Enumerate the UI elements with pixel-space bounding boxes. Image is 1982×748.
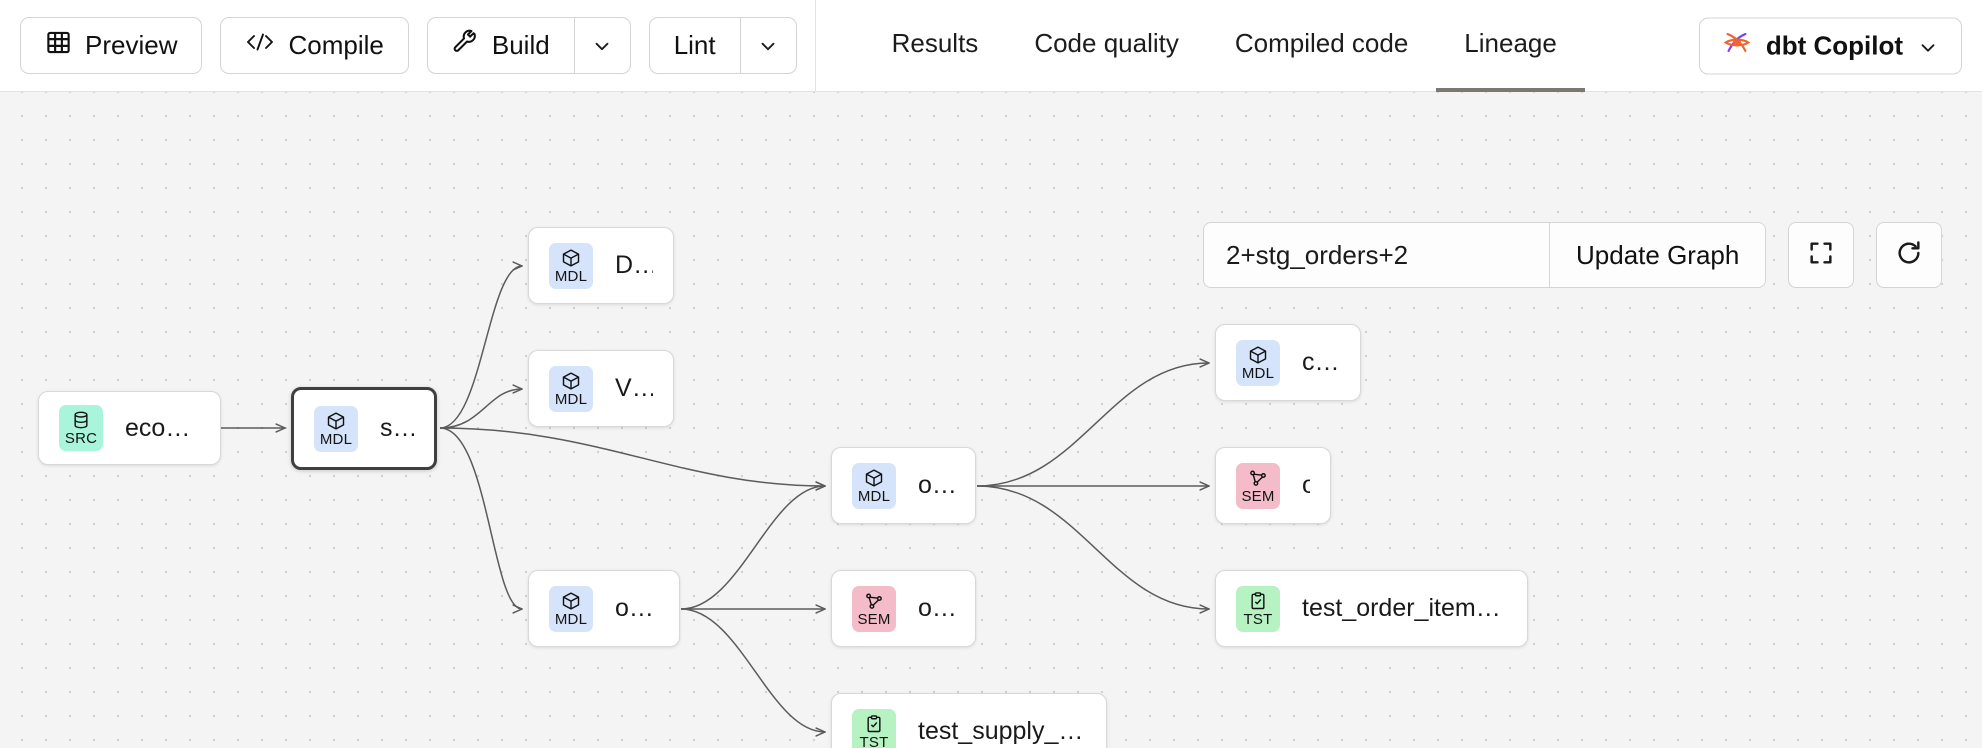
resource-type-label: MDL [320, 432, 352, 447]
clipboard-check-icon: TST [852, 709, 896, 748]
top-toolbar: Preview Compile Build [0, 0, 1982, 92]
database-icon: SRC [59, 405, 103, 451]
lineage-node-customers[interactable]: MDL customers [1215, 324, 1361, 401]
lineage-node-order_item_sem[interactable]: SEM order_item [831, 570, 976, 647]
cube-icon: MDL [549, 366, 593, 412]
lineage-node-test_supply[interactable]: TST test_supply_costs_sum_correctly [831, 693, 1107, 748]
preview-button-label: Preview [85, 30, 177, 61]
lineage-node-label: VE_Demo [615, 374, 653, 403]
lineage-node-label: order_item [918, 594, 955, 623]
lint-button[interactable]: Lint [650, 18, 740, 73]
compile-button[interactable]: Compile [220, 17, 408, 74]
lineage-node-label: ecom.raw_orders [125, 414, 200, 443]
resource-type-label: TST [1244, 612, 1273, 627]
dbt-copilot-label: dbt Copilot [1766, 30, 1903, 61]
build-dropdown-toggle[interactable] [574, 18, 630, 73]
refresh-graph-button[interactable] [1876, 222, 1942, 288]
update-graph-button[interactable]: Update Graph [1549, 223, 1765, 287]
chevron-down-icon [591, 35, 613, 57]
node-selector-group: Update Graph [1203, 222, 1766, 288]
clipboard-check-icon: TST [1236, 586, 1280, 632]
table-icon [45, 29, 72, 63]
lineage-node-ve_demo[interactable]: MDL VE_Demo [528, 350, 674, 427]
compile-button-label: Compile [288, 30, 383, 61]
semantic-graph-icon: SEM [1236, 463, 1280, 509]
lineage-node-label: test_order_items_compute_to_bools_c… [1302, 594, 1507, 623]
chevron-down-icon [1917, 35, 1939, 57]
wrench-icon [452, 29, 479, 63]
lineage-node-label: orders [1302, 471, 1310, 500]
resource-type-label: TST [860, 735, 889, 748]
tab-compiled-code[interactable]: Compiled code [1207, 0, 1436, 92]
action-button-group: Preview Compile Build [0, 0, 797, 91]
tab-lineage-label: Lineage [1464, 28, 1557, 59]
resource-type-label: SEM [857, 612, 890, 627]
copilot-area: dbt Copilot [1699, 17, 1962, 74]
tab-results-label: Results [892, 28, 979, 59]
tab-code-quality[interactable]: Code quality [1006, 0, 1207, 92]
lineage-node-demo[interactable]: MDL Demo [528, 227, 674, 304]
refresh-icon [1895, 239, 1923, 272]
lint-split-button: Lint [649, 17, 797, 74]
semantic-graph-icon: SEM [852, 586, 896, 632]
cube-icon: MDL [314, 406, 358, 452]
lineage-node-label: Demo [615, 251, 653, 280]
lint-button-label: Lint [674, 30, 716, 61]
tab-code-quality-label: Code quality [1034, 28, 1179, 59]
fullscreen-icon [1807, 239, 1835, 272]
build-button-label: Build [492, 30, 550, 61]
lineage-node-order_items[interactable]: MDL order_items [528, 570, 680, 647]
lineage-node-test_order_items[interactable]: TST test_order_items_compute_to_bools_c… [1215, 570, 1528, 647]
toolbar-divider [815, 0, 816, 92]
dbt-copilot-logo-icon [1722, 27, 1752, 64]
fit-view-button[interactable] [1788, 222, 1854, 288]
cube-icon: MDL [1236, 340, 1280, 386]
lineage-canvas[interactable]: Update Graph SRCecom.raw_orde [0, 92, 1982, 748]
resource-type-label: MDL [555, 269, 587, 284]
cube-icon: MDL [852, 463, 896, 509]
lineage-node-label: test_supply_costs_sum_correctly [918, 717, 1086, 746]
build-button[interactable]: Build [428, 18, 574, 73]
preview-button[interactable]: Preview [20, 17, 202, 74]
node-selector-input[interactable] [1204, 223, 1549, 287]
lineage-node-label: stg_orders [380, 414, 414, 443]
cube-icon: MDL [549, 243, 593, 289]
lineage-node-ecom_raw_orders[interactable]: SRC ecom.raw_orders [38, 391, 221, 465]
chevron-down-icon [757, 35, 779, 57]
lineage-node-orders_sem[interactable]: SEM orders [1215, 447, 1331, 524]
tab-lineage[interactable]: Lineage [1436, 0, 1585, 92]
build-split-button: Build [427, 17, 631, 74]
lineage-node-stg_orders[interactable]: MDL stg_orders [291, 387, 437, 470]
lineage-node-orders_mdl[interactable]: MDL orders [831, 447, 976, 524]
dbt-copilot-button[interactable]: dbt Copilot [1699, 17, 1962, 74]
resource-type-label: SEM [1241, 489, 1274, 504]
tab-compiled-code-label: Compiled code [1235, 28, 1408, 59]
tab-bar: Results Code quality Compiled code Linea… [864, 0, 1585, 92]
tab-results[interactable]: Results [864, 0, 1007, 92]
resource-type-label: MDL [858, 489, 890, 504]
cube-icon: MDL [549, 586, 593, 632]
code-brackets-icon [245, 30, 275, 61]
resource-type-label: SRC [65, 431, 97, 446]
lineage-node-label: order_items [615, 594, 659, 623]
update-graph-label: Update Graph [1576, 240, 1739, 271]
lint-dropdown-toggle[interactable] [740, 18, 796, 73]
resource-type-label: MDL [555, 392, 587, 407]
resource-type-label: MDL [555, 612, 587, 627]
lineage-node-label: customers [1302, 348, 1340, 377]
resource-type-label: MDL [1242, 366, 1274, 381]
graph-controls: Update Graph [1203, 222, 1942, 288]
lineage-node-label: orders [918, 471, 955, 500]
